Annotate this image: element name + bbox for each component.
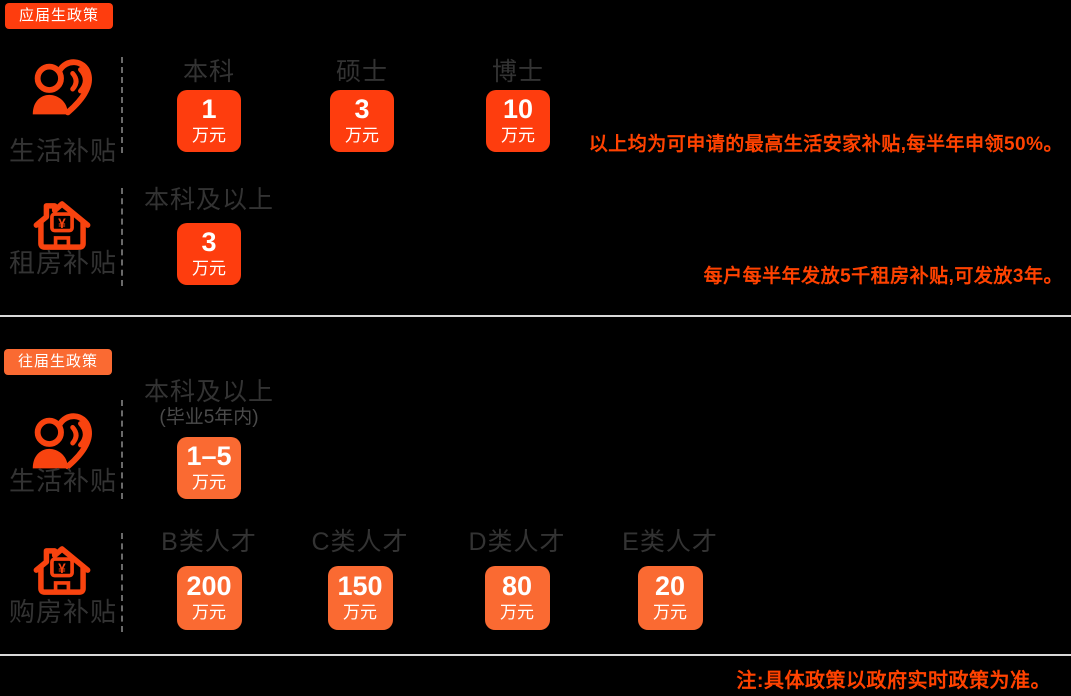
section-divider xyxy=(0,315,1071,317)
column-header: B类人才 xyxy=(161,528,257,556)
amount-unit: 万元 xyxy=(343,603,377,622)
column-subheader: (毕业5年内) xyxy=(159,407,259,428)
past-policy-badge: 往届生政策 xyxy=(4,349,113,375)
amount-value: 1–5 xyxy=(186,441,232,471)
degree-column: 硕士 3 万元 xyxy=(287,58,437,152)
amount-unit: 万元 xyxy=(500,603,534,622)
value-box: 200 万元 xyxy=(176,566,242,630)
degree-column: 本科及以上 3 万元 xyxy=(134,186,284,285)
amount-value: 10 xyxy=(502,94,534,124)
person-heart-icon xyxy=(24,406,98,482)
amount-unit: 万元 xyxy=(192,603,226,622)
column-header: 硕士 xyxy=(335,58,388,86)
amount-unit: 万元 xyxy=(501,126,535,145)
column-header: C类人才 xyxy=(311,528,409,556)
value-box: 10 万元 xyxy=(486,90,550,152)
dashed-separator xyxy=(121,57,123,153)
degree-column: 本科 1 万元 xyxy=(134,58,284,152)
person-heart-icon xyxy=(24,52,98,128)
rent-subsidy-annotation: 每户每半年发放5千租房补贴,可发放3年。 xyxy=(703,266,1063,287)
value-box: 80 万元 xyxy=(484,566,550,630)
talent-column: B类人才 200 万元 xyxy=(134,528,284,630)
living-subsidy-label: 生活补贴 xyxy=(8,136,117,166)
dashed-separator xyxy=(121,400,123,499)
house-yen-icon: ¥ xyxy=(29,192,95,260)
amount-unit: 万元 xyxy=(192,473,226,492)
column-header: 本科及以上 xyxy=(143,378,274,406)
amount-value: 20 xyxy=(654,571,686,601)
yen-symbol: ¥ xyxy=(58,561,66,576)
degree-column: 本科及以上 (毕业5年内) 1–5 万元 xyxy=(134,378,284,499)
column-header: 本科 xyxy=(182,58,235,86)
fresh-policy-badge: 应届生政策 xyxy=(5,3,114,29)
house-yen-icon: ¥ xyxy=(29,537,95,605)
value-box: 3 万元 xyxy=(330,90,394,152)
amount-unit: 万元 xyxy=(192,126,226,145)
amount-value: 150 xyxy=(337,571,383,601)
value-box: 1 万元 xyxy=(177,90,241,152)
amount-value: 1 xyxy=(201,94,217,124)
column-header: 博士 xyxy=(491,58,544,86)
purchase-subsidy-label: 购房补贴 xyxy=(8,597,117,627)
value-box: 150 万元 xyxy=(327,566,393,630)
amount-value: 200 xyxy=(186,571,232,601)
dashed-separator xyxy=(121,188,123,286)
degree-column: 博士 10 万元 xyxy=(443,58,593,152)
dashed-separator xyxy=(121,533,123,632)
amount-value: 3 xyxy=(354,94,370,124)
rent-subsidy-label: 租房补贴 xyxy=(8,248,117,278)
value-box: 20 万元 xyxy=(637,566,703,630)
disclaimer-note: 注:具体政策以政府实时政策为准。 xyxy=(736,670,1051,692)
footer-divider xyxy=(0,654,1071,656)
talent-column: D类人才 80 万元 xyxy=(442,528,592,630)
talent-column: E类人才 20 万元 xyxy=(595,528,745,630)
amount-unit: 万元 xyxy=(653,603,687,622)
amount-value: 80 xyxy=(501,571,533,601)
amount-value: 3 xyxy=(201,227,217,257)
column-header: E类人才 xyxy=(622,528,718,556)
living-subsidy-label: 生活补贴 xyxy=(8,466,117,496)
value-box: 3 万元 xyxy=(177,223,241,285)
talent-column: C类人才 150 万元 xyxy=(285,528,435,630)
yen-symbol: ¥ xyxy=(58,216,66,231)
column-header: 本科及以上 xyxy=(143,186,274,214)
amount-unit: 万元 xyxy=(192,259,226,278)
living-subsidy-annotation: 以上均为可申请的最高生活安家补贴,每半年申领50%。 xyxy=(588,134,1063,155)
value-box: 1–5 万元 xyxy=(177,437,241,499)
column-header: D类人才 xyxy=(468,528,566,556)
amount-unit: 万元 xyxy=(345,126,379,145)
